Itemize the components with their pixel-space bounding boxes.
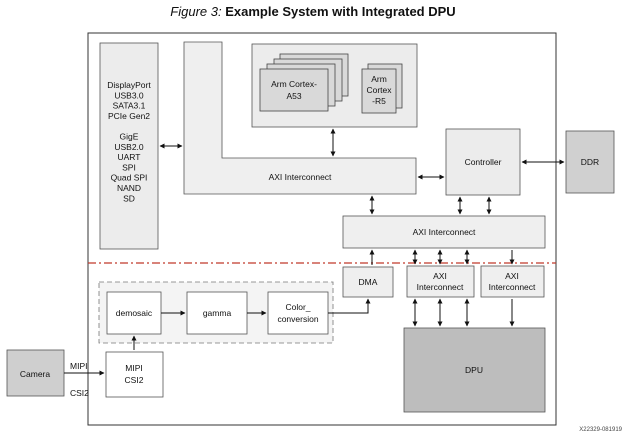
peripheral-item: UART xyxy=(118,152,141,162)
r5-core-1 xyxy=(361,68,397,114)
peripheral-item: SATA3.1 xyxy=(113,101,146,111)
dpu-label: DPU xyxy=(465,365,483,375)
mipi-csi2-label-line2: CSI2 xyxy=(125,375,144,385)
demosaic-block xyxy=(106,291,162,335)
camera-label: Camera xyxy=(20,369,51,379)
ddr-label: DDR xyxy=(581,157,599,167)
camera-block xyxy=(6,349,65,397)
peripheral-item: GigE xyxy=(120,132,139,142)
arrow-color-dma xyxy=(328,298,371,314)
controller-label: Controller xyxy=(465,157,502,167)
r5-label-line2: Cortex xyxy=(366,85,392,95)
axi-interconnect-top-label: AXI Interconnect xyxy=(269,172,332,182)
peripheral-item: PCIe Gen2 xyxy=(108,111,150,121)
mipi-csi2-block xyxy=(105,351,164,398)
color-conversion-block xyxy=(267,291,329,335)
peripheral-item: Quad SPI xyxy=(111,173,148,183)
a53-label-line1: Arm Cortex- xyxy=(271,79,317,89)
axi-right-label-line1: AXI xyxy=(505,271,519,281)
axi-interconnect-top-block xyxy=(183,41,417,195)
controller-block xyxy=(445,128,521,196)
csi2-edge-label: CSI2 xyxy=(70,388,89,398)
connections xyxy=(64,128,565,376)
axi-interconnect-mid-label: AXI Interconnect xyxy=(413,227,476,237)
dpu-block xyxy=(403,327,546,413)
peripheral-item: NAND xyxy=(117,183,141,193)
mipi-csi2-label-line1: MIPI xyxy=(125,363,142,373)
axi-interconnect-right-block xyxy=(480,265,545,298)
color-conv-label-line2: conversion xyxy=(277,314,318,324)
r5-label-line3: -R5 xyxy=(372,96,386,106)
r5-label-line1: Arm xyxy=(371,74,387,84)
ddr-block xyxy=(565,130,615,194)
axi-interconnect-mid-block xyxy=(342,215,546,249)
axi-interconnect-left-block xyxy=(406,265,475,298)
color-conv-label-line1: Color_ xyxy=(285,302,310,312)
peripherals-block xyxy=(99,42,159,250)
peripheral-item: DisplayPort xyxy=(107,80,151,90)
dma-block xyxy=(342,266,394,298)
figure-caption: Figure 3: Example System with Integrated… xyxy=(0,4,626,19)
gamma-block xyxy=(186,291,248,335)
figure-title: Example System with Integrated DPU xyxy=(225,4,456,19)
peripheral-item: USB3.0 xyxy=(114,90,144,100)
dma-label: DMA xyxy=(359,277,378,287)
gamma-label: gamma xyxy=(203,308,232,318)
a53-label-line2: A53 xyxy=(286,91,301,101)
figure-label: Figure 3: xyxy=(170,4,222,19)
axi-right-label-line2: Interconnect xyxy=(489,282,536,292)
axi-left-label-line2: Interconnect xyxy=(417,282,464,292)
mipi-edge-label: MIPI xyxy=(70,361,87,371)
demosaic-label: demosaic xyxy=(116,308,153,318)
system-boundary xyxy=(87,32,557,426)
peripheral-item: SPI xyxy=(122,162,136,172)
axi-left-label-line1: AXI xyxy=(433,271,447,281)
figure-id: X22329-081919 xyxy=(579,427,622,433)
a53-core-1 xyxy=(259,68,329,112)
peripheral-item: SD xyxy=(123,193,135,203)
peripheral-item: USB2.0 xyxy=(114,142,144,152)
